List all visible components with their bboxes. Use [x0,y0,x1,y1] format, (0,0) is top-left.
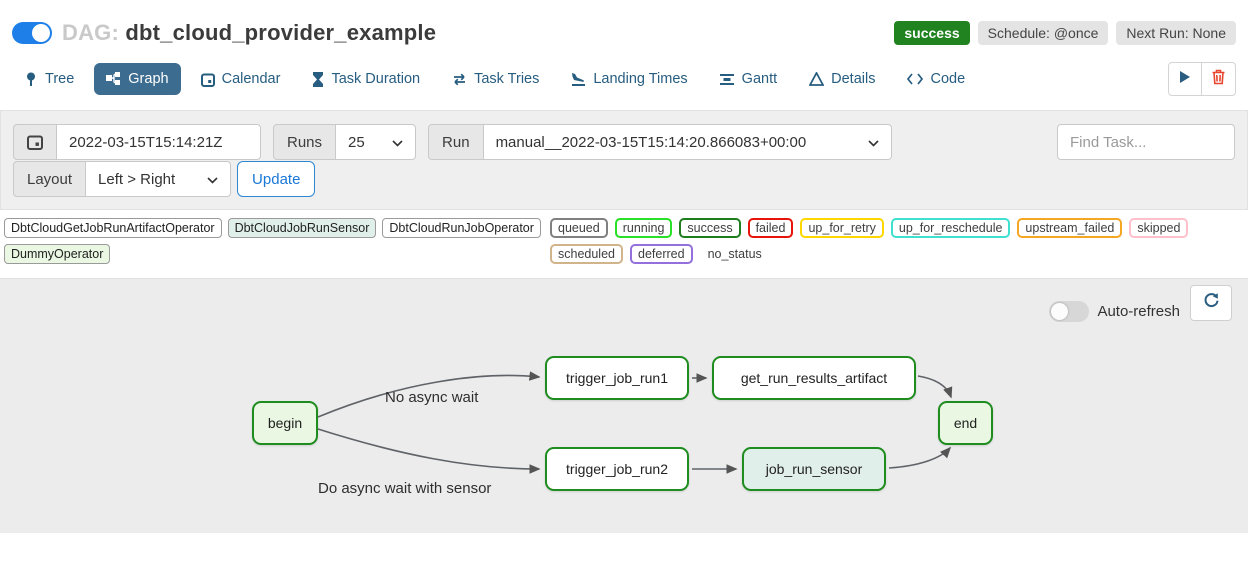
code-icon [907,73,924,85]
chevron-down-icon [392,134,403,151]
find-task-input[interactable] [1057,124,1235,160]
task-node-get_run_results_artifact[interactable]: get_run_results_artifact [712,356,916,400]
triangle-icon [809,72,825,86]
tab-calendar[interactable]: Calendar [189,63,293,95]
operator-legend: DbtCloudGetJobRunArtifactOperator DbtClo… [4,218,550,264]
chevron-down-icon [207,171,218,188]
trigger-dag-button[interactable] [1168,62,1202,96]
operator-badge: DbtCloudRunJobOperator [382,218,541,238]
tree-icon [24,72,38,87]
task-node-trigger_job_run1[interactable]: trigger_job_run1 [545,356,689,400]
dag-name: dbt_cloud_provider_example [125,20,437,45]
status-legend-badge: no_status [707,247,762,261]
operator-badge: DbtCloudGetJobRunArtifactOperator [4,218,222,238]
next-run-badge: Next Run: None [1116,21,1236,45]
status-legend-badge: running [614,218,673,238]
task-node-trigger_job_run2[interactable]: trigger_job_run2 [545,447,689,491]
status-legend-badge: scheduled [550,244,623,264]
run-label: Run [428,124,484,160]
gantt-bars-icon [719,73,735,86]
repeat-icon [452,73,467,86]
run-select[interactable]: manual__2022-03-15T15:14:20.866083+00:00 [483,124,892,160]
tab-details[interactable]: Details [797,63,887,95]
status-legend-badge: up_for_retry [800,218,884,238]
view-tabbar: Tree Graph Calendar Task Duration Task T… [0,52,1248,110]
base-date-input[interactable] [57,124,261,160]
tab-landing-times[interactable]: Landing Times [559,63,699,95]
status-legend-badge: skipped [1129,218,1189,238]
update-button[interactable]: Update [237,161,316,197]
task-node-begin[interactable]: begin [252,401,318,445]
dag-header: DAG: dbt_cloud_provider_example success … [0,0,1248,52]
base-date-calendar-button[interactable] [13,124,57,160]
legend-row: DbtCloudGetJobRunArtifactOperator DbtClo… [0,210,1248,270]
status-legend-badge: deferred [630,244,693,264]
tab-task-tries[interactable]: Task Tries [440,63,551,95]
layout-select[interactable]: Left > Right [86,161,232,197]
refresh-button[interactable] [1190,285,1232,321]
operator-badge: DummyOperator [4,244,111,264]
graph-icon [106,72,121,86]
plane-landing-icon [571,72,586,86]
tab-tree[interactable]: Tree [12,63,86,95]
dag-enabled-toggle[interactable] [12,22,52,44]
status-legend-badge: queued [550,218,608,238]
dag-label: DAG: [62,20,120,45]
filter-panel: Runs 25 Run manual__2022-03-15T15:14:20.… [0,110,1248,210]
task-node-end[interactable]: end [938,401,993,445]
task-node-job_run_sensor[interactable]: job_run_sensor [742,447,886,491]
dag-edges [317,371,953,474]
runs-select[interactable]: 25 [336,124,417,160]
page-title: DAG: dbt_cloud_provider_example [62,20,436,46]
status-legend: queued running success failed up_for_ret… [550,218,1244,264]
edge-label-do-async-wait: Do async wait with sensor [318,480,492,497]
tab-code[interactable]: Code [895,63,977,95]
tab-gantt[interactable]: Gantt [708,63,789,95]
auto-refresh-label: Auto-refresh [1097,303,1180,320]
runs-label: Runs [273,124,337,160]
calendar-icon [200,72,215,87]
status-legend-badge: success [679,218,741,238]
trash-icon [1211,69,1226,90]
play-icon [1179,70,1191,89]
schedule-badge: Schedule: @once [977,21,1109,45]
layout-label: Layout [13,161,87,197]
hourglass-icon [312,71,324,87]
edge-label-no-async-wait: No async wait [385,389,479,406]
status-badge[interactable]: success [894,21,970,45]
tab-graph[interactable]: Graph [94,63,181,95]
status-legend-badge: failed [747,218,794,238]
dag-graph-panel: No async wait Do async wait with sensor … [0,278,1248,533]
auto-refresh-toggle[interactable] [1049,301,1090,322]
tab-task-duration[interactable]: Task Duration [300,63,432,95]
operator-badge: DbtCloudJobRunSensor [227,218,377,238]
refresh-icon [1203,292,1220,314]
status-legend-badge: upstream_failed [1017,218,1123,238]
delete-dag-button[interactable] [1202,62,1236,96]
status-legend-badge: up_for_reschedule [890,218,1011,238]
chevron-down-icon [867,134,879,151]
